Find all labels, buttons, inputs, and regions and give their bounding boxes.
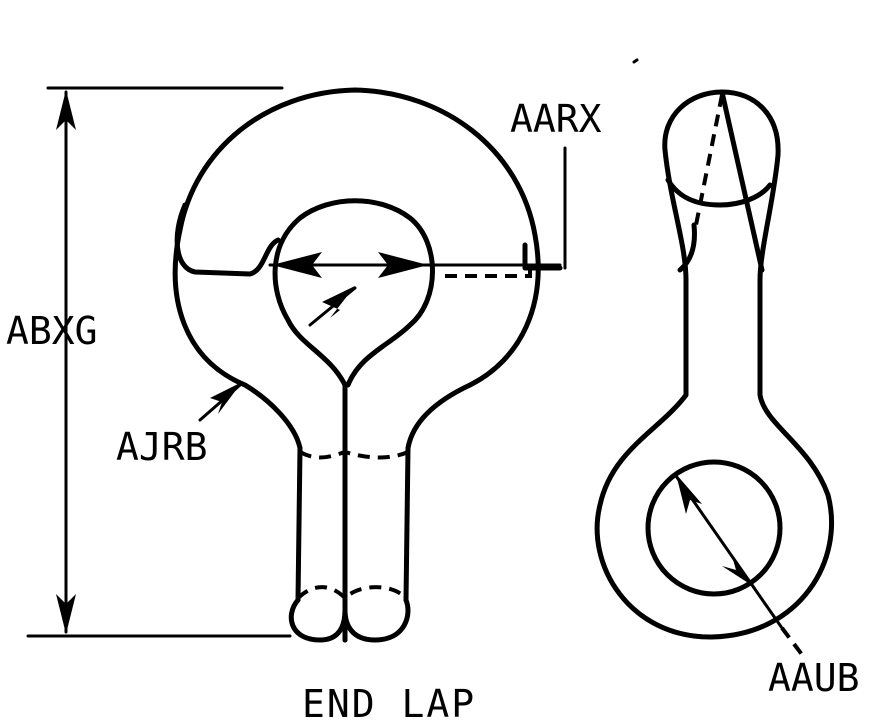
side-inner-curve <box>665 177 773 208</box>
front-hidden-slot <box>445 266 532 278</box>
front-hidden-line-top <box>299 449 409 460</box>
inner-radius-arrowhead <box>322 286 355 318</box>
front-right-notch <box>522 242 563 271</box>
front-left-notch <box>174 202 281 277</box>
aaub-leader <box>780 626 808 662</box>
aaub-arrow-bottom <box>722 556 756 588</box>
drawing-caption: END LAP <box>302 682 476 723</box>
front-inner-eye <box>272 198 435 388</box>
front-hidden-line-bottom <box>296 585 408 601</box>
label-ajrb: AJRB <box>116 425 208 469</box>
front-shank-right <box>403 445 411 603</box>
abxg-arrow-top <box>56 90 76 130</box>
ajrb-arrowhead <box>210 382 242 414</box>
front-end-lobes <box>288 597 411 643</box>
abxg-arrow-bottom <box>56 594 76 634</box>
front-body-outline <box>172 87 541 643</box>
side-inner-line-a <box>719 89 765 273</box>
front-view <box>26 86 567 643</box>
slot-arrow-right <box>378 252 428 278</box>
side-view <box>594 89 835 662</box>
slot-arrow-left <box>272 252 322 278</box>
aaub-dimension-line <box>674 474 784 630</box>
front-shank-left <box>295 445 303 603</box>
side-hidden-line <box>693 94 724 231</box>
side-outline <box>594 89 835 640</box>
side-hole <box>645 459 783 597</box>
label-aaub: AAUB <box>768 656 860 700</box>
label-abxg: ABXG <box>6 309 98 353</box>
aaub-arrow-top <box>676 474 702 514</box>
side-inner-left-curve <box>677 222 697 273</box>
label-aarx: AARX <box>510 97 602 141</box>
speck-mark <box>632 58 639 64</box>
